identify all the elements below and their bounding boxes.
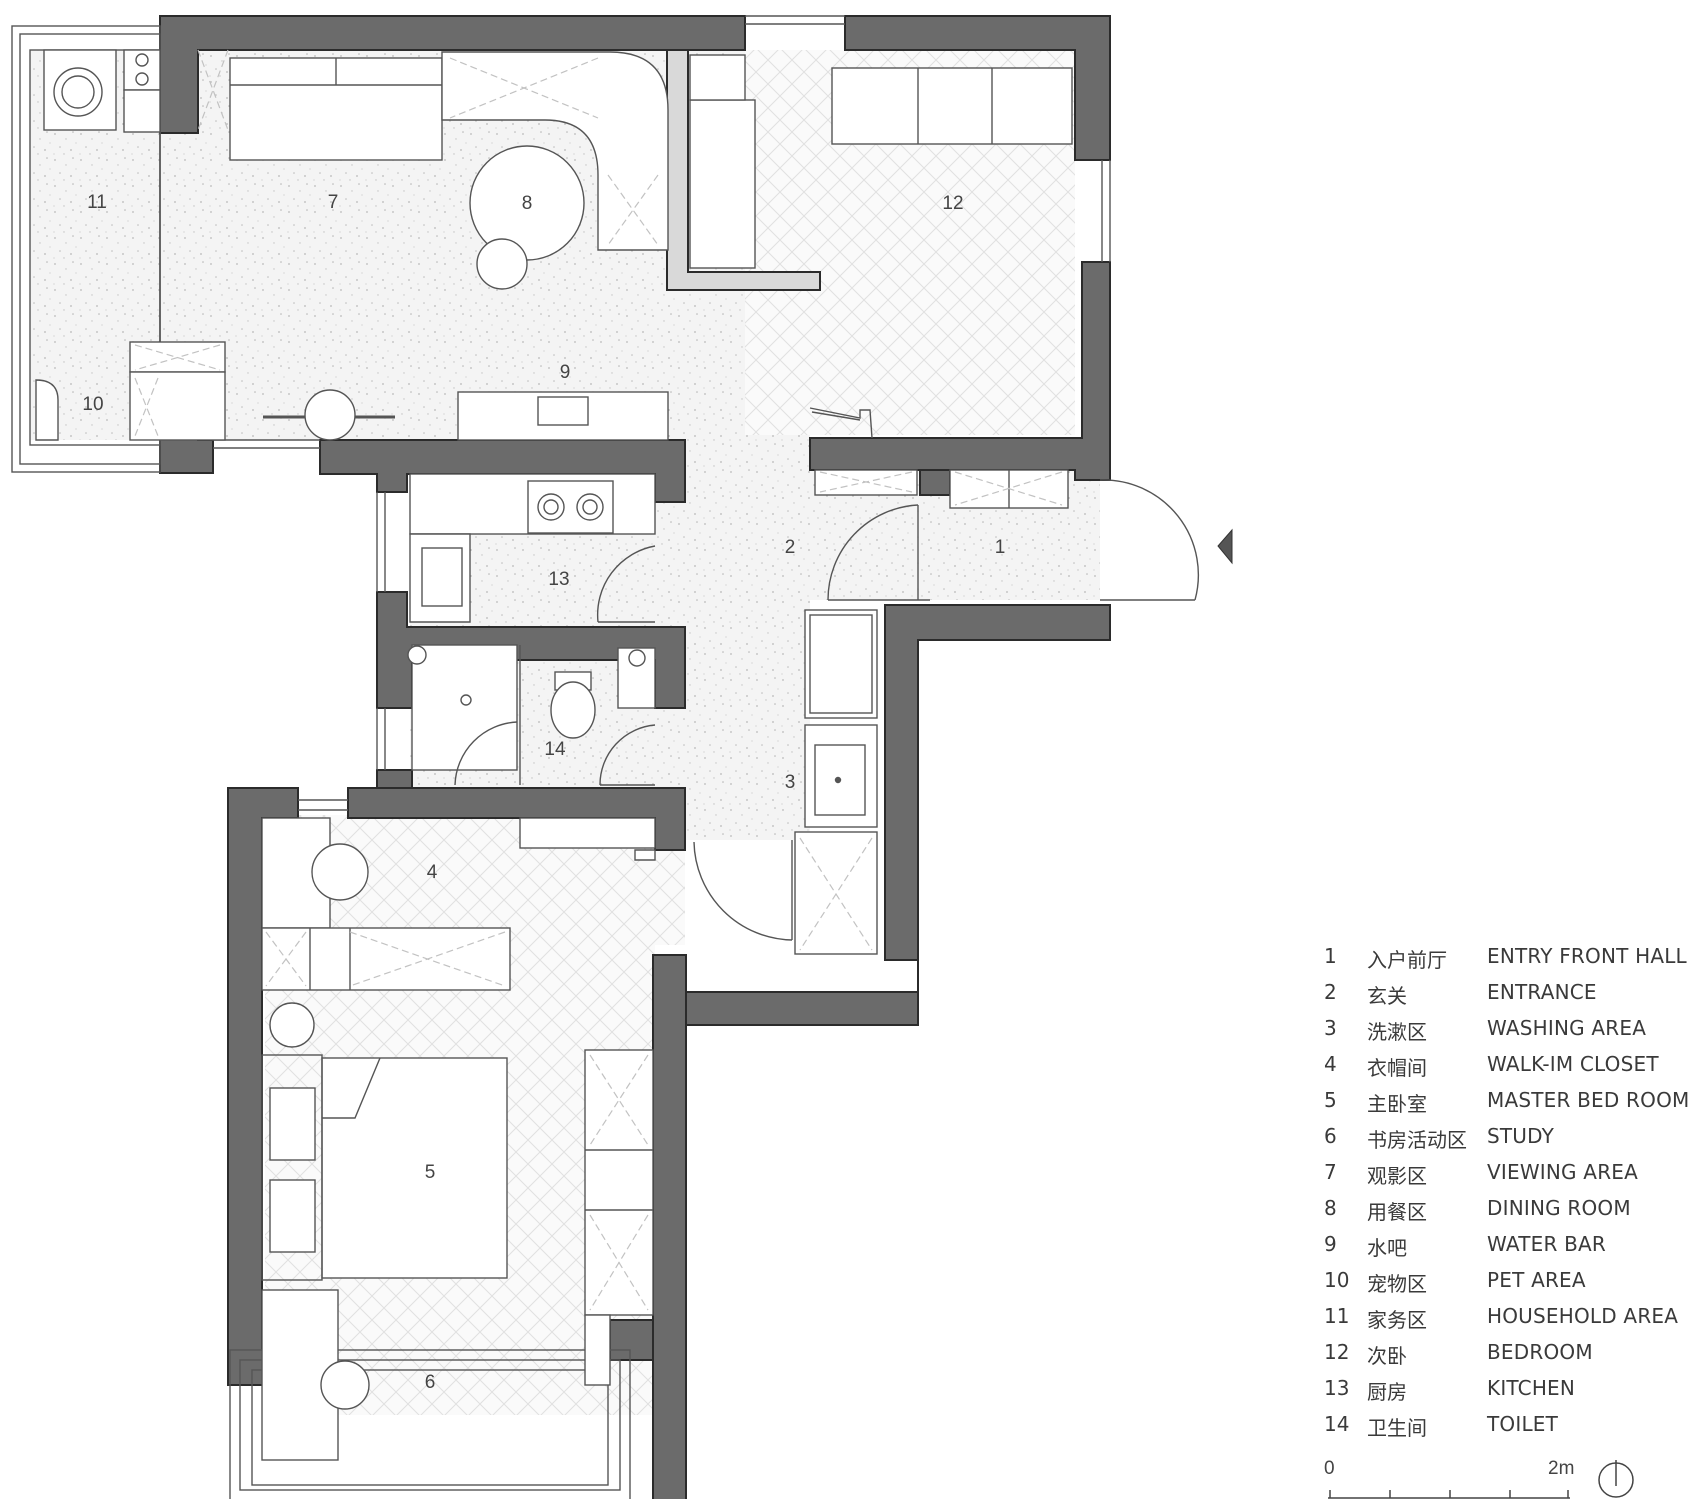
sofa-bed [831,67,1073,145]
room-number-3: 3 [785,772,796,793]
legend-number: 10 [1324,1268,1350,1292]
legend-name-cn: 玄关 [1367,984,1407,1008]
pillow [269,1087,316,1161]
legend-name-en: KITCHEN [1487,1376,1576,1400]
legend-name-en: MASTER BED ROOM [1487,1088,1690,1112]
legend-name-en: BEDROOM [1487,1340,1593,1364]
room-number-9: 9 [560,362,571,383]
legend-name-cn: 次卧 [1367,1344,1407,1368]
legend-name-en: WALK-IM CLOSET [1487,1052,1659,1076]
legend-name-en: DINING ROOM [1487,1196,1631,1220]
legend-name-cn: 观影区 [1367,1164,1427,1188]
legend-name-cn: 宠物区 [1367,1272,1427,1296]
kitchen-furniture [409,473,656,623]
legend-name-en: VIEWING AREA [1487,1160,1639,1184]
sink-icon [421,547,463,607]
legend-number: 7 [1324,1160,1337,1184]
legend-name-cn: 洗漱区 [1367,1020,1427,1044]
legend-name-en: ENTRY FRONT HALL [1487,944,1687,968]
bed-icon [321,1057,508,1279]
legend-name-en: STUDY [1487,1124,1555,1148]
legend-name-en: ENTRANCE [1487,980,1597,1004]
room-number-13: 13 [548,569,569,590]
room-number-12: 12 [942,193,963,214]
pillow [269,1179,316,1253]
legend-number: 8 [1324,1196,1337,1220]
legend-name-cn: 厨房 [1367,1380,1407,1404]
room-number-5: 5 [425,1162,436,1183]
legend-name-cn: 书房活动区 [1367,1128,1467,1152]
room-number-6: 6 [425,1372,436,1393]
master-bedroom-furniture [261,817,793,1461]
chair-icon [476,238,528,290]
scale-start-label: 0 [1324,1458,1335,1479]
entrance-arrow-icon [1217,528,1233,565]
bedroom-12-furniture [689,54,1073,439]
legend-number: 3 [1324,1016,1337,1040]
master-crosses [265,931,649,1311]
bathroom-furniture [407,644,656,786]
legend-name-en: HOUSEHOLD AREA [1487,1304,1679,1328]
legend-name-cn: 卫生间 [1367,1416,1427,1440]
scale-end-label: 2m [1548,1458,1575,1479]
room-number-4: 4 [427,862,438,883]
sink-icon [537,396,589,426]
legend-number: 12 [1324,1340,1350,1364]
room-numbers: 1 2 3 4 5 6 7 8 9 10 11 12 13 14 [82,192,1005,1393]
window-lines [11,15,1111,1499]
legend-number: 1 [1324,944,1337,968]
scale-bar [1328,1490,1570,1499]
entry-crosses [799,471,1063,951]
legend-number: 6 [1324,1124,1337,1148]
legend-number: 4 [1324,1052,1337,1076]
legend-name-en: PET AREA [1487,1268,1586,1292]
room-number-11: 11 [87,192,107,213]
room-number-14: 14 [544,739,566,760]
legend-number: 2 [1324,980,1337,1004]
legend-number: 11 [1324,1304,1350,1328]
room-number-8: 8 [522,193,533,214]
room-number-1: 1 [995,537,1006,558]
legend-number: 13 [1324,1376,1350,1400]
north-arrow-icon [1598,1460,1634,1498]
legend-name-en: WASHING AREA [1487,1016,1647,1040]
legend-number: 14 [1324,1412,1350,1436]
living-furniture [35,49,669,441]
room-number-10: 10 [82,394,103,415]
room-number-7: 7 [328,192,339,213]
legend-name-cn: 入户前厅 [1367,948,1447,972]
legend-name-cn: 衣帽间 [1367,1056,1427,1080]
legend-name-en: TOILET [1487,1412,1559,1436]
legend-name-cn: 水吧 [1367,1236,1407,1260]
legend-name-cn: 家务区 [1367,1308,1427,1332]
room-number-2: 2 [785,537,796,558]
legend-number: 9 [1324,1232,1337,1256]
legend-name-cn: 主卧室 [1367,1092,1427,1116]
legend-number: 5 [1324,1088,1337,1112]
legend-name-en: WATER BAR [1487,1232,1607,1256]
legend-name-cn: 用餐区 [1367,1200,1427,1224]
